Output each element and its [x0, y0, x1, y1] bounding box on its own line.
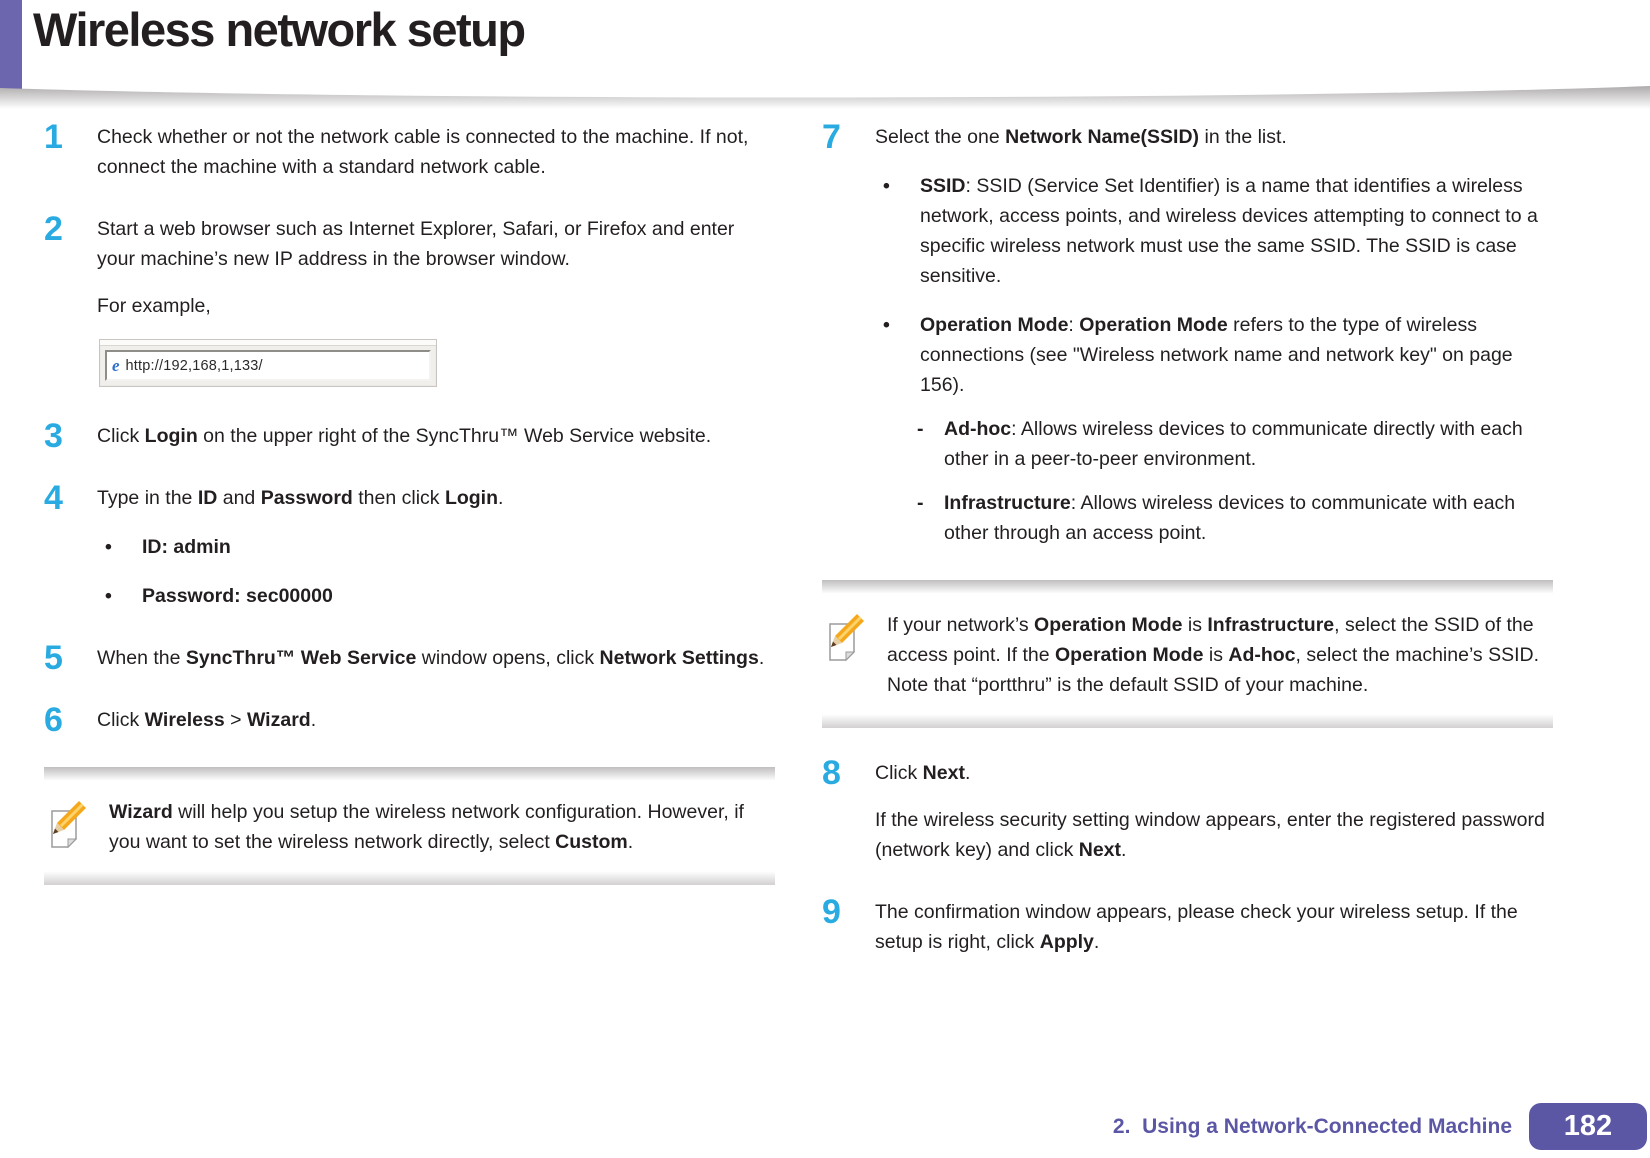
step-6-text: Click Wireless > Wizard. — [97, 709, 317, 731]
left-column: 1 Check whether or not the network cable… — [44, 118, 775, 885]
step-5-body: When the SyncThru™ Web Service window op… — [97, 643, 775, 673]
bullet-marker: • — [883, 175, 890, 197]
dash-marker: - — [917, 492, 924, 514]
note-text: Wizard will help you setup the wireless … — [109, 801, 744, 853]
internet-explorer-icon: e — [112, 356, 120, 375]
step-4-number: 4 — [44, 479, 63, 517]
step-9-number: 9 — [822, 893, 841, 931]
step-3: 3 Click Login on the upper right of the … — [44, 417, 775, 455]
right-column: 7 Select the one Network Name(SSID) in t… — [822, 118, 1553, 989]
step-7-dash-ad-hoc: - Ad-hoc: Allows wireless devices to com… — [875, 414, 1553, 474]
step-1: 1 Check whether or not the network cable… — [44, 118, 775, 182]
note-top-border — [822, 580, 1553, 595]
dash-marker: - — [917, 418, 924, 440]
page-footer: 2. Using a Network-Connected Machine 182 — [1113, 1103, 1650, 1150]
browser-address-bar-screenshot: e http://192,168,1,133/ — [99, 339, 437, 387]
browser-url-text: http://192,168,1,133/ — [125, 357, 263, 374]
step-8: 8 Click Next. If the wireless security s… — [822, 754, 1553, 865]
bullet-text: Password: sec00000 — [142, 585, 333, 607]
bullet-marker: • — [105, 585, 112, 607]
step-3-number: 3 — [44, 417, 63, 455]
step-1-number: 1 — [44, 118, 63, 156]
step-5-text: When the SyncThru™ Web Service window op… — [97, 647, 765, 669]
step-7-bullet-operation-mode: • Operation Mode: Operation Mode refers … — [875, 310, 1553, 400]
step-8-number: 8 — [822, 754, 841, 792]
step-2-number: 2 — [44, 210, 63, 248]
step-4-text: Type in the ID and Password then click L… — [97, 487, 504, 509]
note-body: Wizard will help you setup the wireless … — [44, 782, 775, 870]
note-top-border — [44, 767, 775, 782]
step-8-body: Click Next. If the wireless security set… — [875, 758, 1553, 865]
step-7: 7 Select the one Network Name(SSID) in t… — [822, 118, 1553, 548]
dash-text: Infrastructure: Allows wireless devices … — [944, 492, 1516, 544]
step-8-text: Click Next. — [875, 762, 971, 784]
page-number-badge: 182 — [1529, 1103, 1647, 1150]
note-bottom-border — [44, 870, 775, 885]
step-5: 5 When the SyncThru™ Web Service window … — [44, 639, 775, 677]
bullet-marker: • — [105, 536, 112, 558]
browser-address-field: e http://192,168,1,133/ — [105, 350, 431, 381]
browser-window-strip — [100, 340, 436, 346]
step-1-text: Check whether or not the network cable i… — [97, 126, 749, 178]
step-3-body: Click Login on the upper right of the Sy… — [97, 421, 775, 451]
step-7-text: Select the one Network Name(SSID) in the… — [875, 126, 1287, 148]
step-9-text: The confirmation window appears, please … — [875, 901, 1518, 953]
step-6-number: 6 — [44, 701, 63, 739]
page-title: Wireless network setup — [33, 3, 526, 56]
step-4: 4 Type in the ID and Password then click… — [44, 479, 775, 611]
step-1-body: Check whether or not the network cable i… — [97, 122, 775, 182]
bullet-text: SSID: SSID (Service Set Identifier) is a… — [920, 175, 1538, 287]
note-pencil-icon — [829, 614, 864, 662]
step-7-dash-infrastructure: - Infrastructure: Allows wireless device… — [875, 488, 1553, 548]
step-2: 2 Start a web browser such as Internet E… — [44, 210, 775, 389]
step-7-number: 7 — [822, 118, 841, 156]
title-divider-swoosh — [0, 86, 1650, 109]
note-wizard: Wizard will help you setup the wireless … — [44, 767, 775, 885]
note-body: If your network’s Operation Mode is Infr… — [822, 595, 1553, 713]
bullet-marker: • — [883, 314, 890, 336]
step-2-body: Start a web browser such as Internet Exp… — [97, 214, 775, 389]
step-7-bullet-ssid: • SSID: SSID (Service Set Identifier) is… — [875, 171, 1553, 291]
dash-text: Ad-hoc: Allows wireless devices to commu… — [944, 418, 1523, 470]
note-text: If your network’s Operation Mode is Infr… — [887, 614, 1540, 696]
step-5-number: 5 — [44, 639, 63, 677]
step-2-example-label: For example, — [97, 295, 211, 317]
step-4-bullet-password: • Password: sec00000 — [97, 581, 775, 611]
step-9-body: The confirmation window appears, please … — [875, 897, 1553, 957]
step-4-body: Type in the ID and Password then click L… — [97, 483, 775, 611]
bullet-text: Operation Mode: Operation Mode refers to… — [920, 314, 1513, 396]
step-2-text: Start a web browser such as Internet Exp… — [97, 218, 735, 270]
step-6-body: Click Wireless > Wizard. — [97, 705, 775, 735]
step-8-text-2: If the wireless security setting window … — [875, 809, 1545, 861]
step-9: 9 The confirmation window appears, pleas… — [822, 893, 1553, 957]
note-bottom-border — [822, 713, 1553, 728]
title-accent-bar — [0, 0, 22, 89]
step-6: 6 Click Wireless > Wizard. — [44, 701, 775, 739]
note-operation-mode: If your network’s Operation Mode is Infr… — [822, 580, 1553, 728]
note-pencil-icon — [51, 801, 86, 849]
footer-chapter-title: 2. Using a Network-Connected Machine — [1112, 1114, 1512, 1138]
step-4-bullet-id: • ID: admin — [97, 532, 775, 562]
bullet-text: ID: admin — [142, 536, 231, 558]
step-7-body: Select the one Network Name(SSID) in the… — [875, 122, 1553, 548]
step-3-text: Click Login on the upper right of the Sy… — [97, 425, 712, 447]
